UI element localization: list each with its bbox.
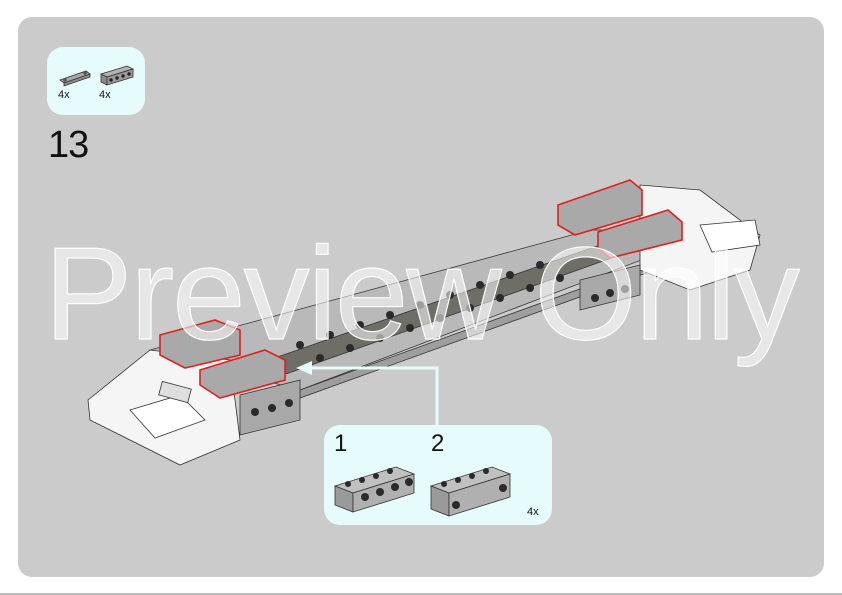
sub-step-2-label: 2: [431, 430, 445, 457]
brick-studs-on-side-icon: [429, 466, 512, 517]
parts-qty-2: 4x: [99, 89, 111, 101]
plate-part-icon: [59, 70, 91, 87]
page-divider: [0, 593, 842, 595]
brick-side-studs-icon: [333, 466, 416, 513]
sub-assembly-multiplier: 4x: [527, 506, 539, 518]
sub-step-1-label: 1: [334, 430, 348, 457]
step-number: 13: [48, 124, 89, 166]
arrow-head-icon: [296, 361, 312, 375]
brick-part-icon: [99, 65, 135, 86]
parts-qty-1: 4x: [58, 89, 70, 101]
